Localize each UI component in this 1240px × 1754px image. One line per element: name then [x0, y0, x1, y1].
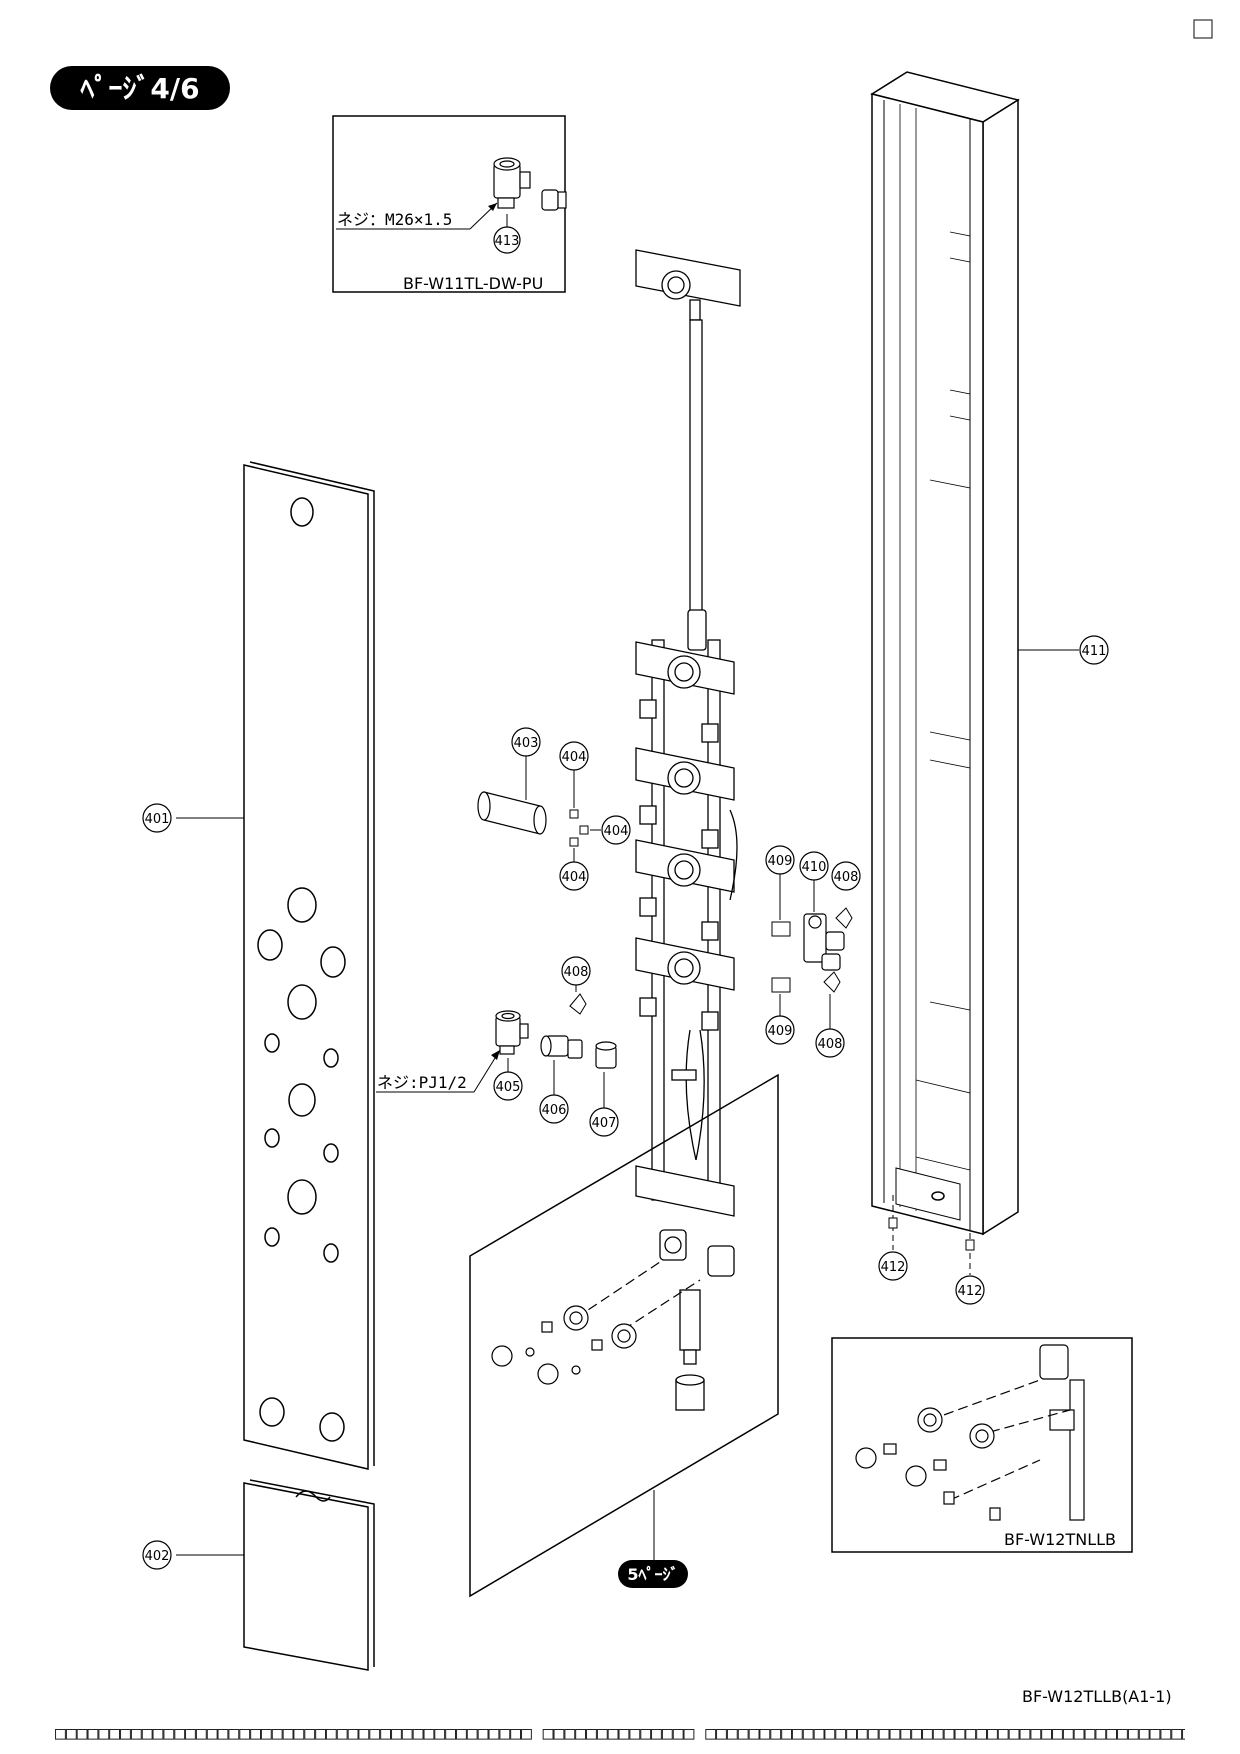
callout-label-403: 403	[514, 736, 539, 751]
callout-label-408-b: 408	[834, 870, 859, 885]
front-panel-401-drawing	[243, 461, 375, 1470]
clip-408-a-drawing	[569, 993, 587, 1015]
callout-circle-402	[142, 1540, 172, 1570]
fitting-406-drawing	[540, 1035, 583, 1059]
callout-circle-408-c	[815, 1028, 845, 1058]
page-badge-text: ﾍﾟｰｼﾞ4/6	[79, 72, 199, 105]
inset-top-callout: ネジ：M26×1.5	[337, 210, 452, 229]
page-ref-badge: 5ﾍﾟｰｼﾞ	[618, 1560, 688, 1588]
callout-label-409-a: 409	[768, 854, 793, 869]
callout-label-405: 405	[496, 1080, 521, 1095]
detail-panel-outline	[469, 1073, 779, 1598]
callout-label-404-c: 404	[562, 870, 587, 885]
inset-top: ネジ：M26×1.5 413 BF-W11TL-DW-PU	[332, 115, 567, 293]
page-ref-text: 5ﾍﾟｰｼﾞ	[627, 1565, 678, 1584]
callout-circle-411	[1079, 635, 1109, 665]
callout-circle-408-b	[831, 861, 861, 891]
callout-label-412-b: 412	[958, 1284, 983, 1299]
nut-407-drawing	[595, 1041, 617, 1069]
bracket-409-b-drawing	[771, 977, 791, 993]
screw-412-b-drawing	[965, 1239, 975, 1251]
valve-body-413-drawing	[493, 157, 567, 211]
callout-circle-412-a	[878, 1251, 908, 1281]
callout-circle-403	[511, 727, 541, 757]
callout-label-409-b: 409	[768, 1024, 793, 1039]
housing-411-drawing	[870, 71, 1020, 1236]
clip-408-b-drawing	[835, 907, 853, 929]
callout-label-401: 401	[145, 812, 170, 827]
valve-body-405-drawing	[495, 1010, 529, 1055]
document-code: BF-W12TLLB(A1-1)	[1022, 1687, 1172, 1706]
page-badge: ﾍﾟｰｼﾞ4/6	[50, 66, 230, 110]
callout-circle-405	[493, 1071, 523, 1101]
callout-circle-401	[142, 803, 172, 833]
callout-label-413: 413	[495, 234, 520, 249]
callout-label-410: 410	[802, 860, 827, 875]
callout-circle-409-b	[765, 1015, 795, 1045]
main-callout-thread: ネジ:PJ1/2	[377, 1073, 467, 1092]
inset-bottom-model: BF-W12TNLLB	[1004, 1530, 1116, 1549]
inset-bottom-fittings-drawing	[855, 1344, 1085, 1521]
callout-label-411: 411	[1082, 644, 1107, 659]
callout-circle-404-a	[559, 741, 589, 771]
callout-circle-407	[589, 1107, 619, 1137]
callout-circle-410	[799, 851, 829, 881]
sleeve-403-drawing	[477, 791, 547, 835]
callout-label-404-a: 404	[562, 750, 587, 765]
footer-band: □□□□□□□□□□□□□□□□□□□□□□□□□□□□□□□□□□□□□□□□…	[55, 1723, 1185, 1744]
corner-checkbox	[1193, 19, 1213, 39]
callout-circle-413	[493, 226, 521, 254]
clip-408-c-drawing	[823, 971, 841, 993]
callout-circle-404-c	[559, 861, 589, 891]
bracket-409-a-drawing	[771, 921, 791, 937]
callout-circle-408-a	[561, 956, 591, 986]
callout-label-406: 406	[542, 1103, 567, 1118]
inset-top-model: BF-W11TL-DW-PU	[403, 274, 543, 293]
callout-label-407: 407	[592, 1116, 617, 1131]
tee-fitting-410-drawing	[803, 913, 845, 971]
callout-label-412-a: 412	[881, 1260, 906, 1275]
callout-label-408-c: 408	[818, 1037, 843, 1052]
plumbing-assembly-drawing	[635, 249, 741, 1411]
callout-label-408-a: 408	[564, 965, 589, 980]
cover-402-drawing	[243, 1479, 375, 1671]
callout-circle-412-b	[955, 1275, 985, 1305]
screw-412-a-drawing	[888, 1217, 898, 1229]
callout-circle-406	[539, 1094, 569, 1124]
callout-label-404-b: 404	[604, 824, 629, 839]
inset-bottom: BF-W12TNLLB	[831, 1337, 1133, 1553]
callout-circle-404-b	[601, 815, 631, 845]
callout-circle-409-a	[765, 845, 795, 875]
valve-fittings-drawing	[491, 1261, 701, 1385]
callout-label-402: 402	[145, 1549, 170, 1564]
